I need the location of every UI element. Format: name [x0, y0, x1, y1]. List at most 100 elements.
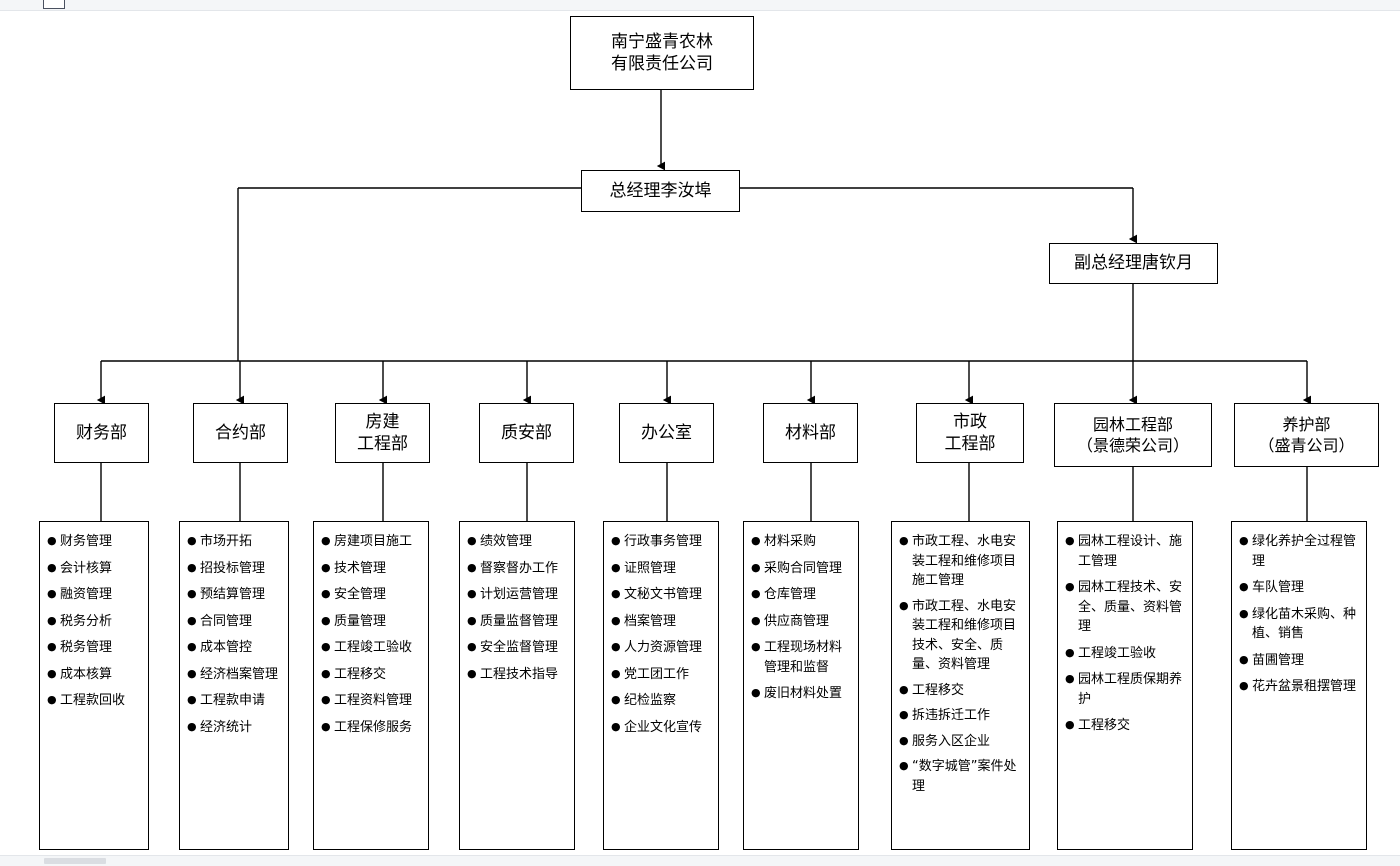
duties-list-finance: 财务管理会计核算融资管理税务分析税务管理成本核算工程款回收: [47, 532, 141, 711]
duty-item: 苗圃管理: [1239, 651, 1359, 671]
duties-list-contract: 市场开拓招投标管理预结算管理合同管理成本管控经济档案管理工程款申请经济统计: [187, 532, 281, 737]
dept-box-quality-safety[interactable]: 质安部: [479, 403, 574, 463]
duty-item: 采购合同管理: [751, 559, 851, 579]
duty-item: 合同管理: [187, 612, 281, 632]
dept-box-maintenance[interactable]: 养护部 （盛青公司）: [1234, 403, 1379, 467]
dept-box-office[interactable]: 办公室: [619, 403, 714, 463]
duty-item: 质量管理: [321, 612, 421, 632]
duty-item: 仓库管理: [751, 585, 851, 605]
duty-item: 市政工程、水电安装工程和维修项目技术、安全、质量、资料管理: [899, 597, 1022, 675]
duties-list-quality-safety: 绩效管理督察督办工作计划运营管理质量监督管理安全监督管理工程技术指导: [467, 532, 567, 684]
duty-item: 花卉盆景租摆管理: [1239, 677, 1359, 697]
duty-item: 废旧材料处置: [751, 684, 851, 704]
duty-item: 党工团工作: [611, 665, 711, 685]
dept-label-material: 材料部: [785, 422, 836, 443]
duties-list-maintenance: 绿化养护全过程管理车队管理绿化苗木采购、种植、销售苗圃管理花卉盆景租摆管理: [1239, 532, 1359, 697]
duties-list-landscape: 园林工程设计、施工管理园林工程技术、安全、质量、资料管理工程竣工验收园林工程质保…: [1065, 532, 1185, 736]
duty-item: 工程移交: [1065, 716, 1185, 736]
duties-list-material: 材料采购采购合同管理仓库管理供应商管理工程现场材料管理和监督废旧材料处置: [751, 532, 851, 704]
duty-item: 工程移交: [321, 665, 421, 685]
duty-item: 行政事务管理: [611, 532, 711, 552]
node-general-manager-label: 总经理李汝埠: [609, 180, 712, 201]
duty-item: 税务管理: [47, 638, 141, 658]
duty-item: 工程资料管理: [321, 691, 421, 711]
duty-item: 拆违拆迁工作: [899, 706, 1022, 726]
duty-item: 工程移交: [899, 681, 1022, 701]
duties-list-office: 行政事务管理证照管理文秘文书管理档案管理人力资源管理党工团工作纪检监察企业文化宣…: [611, 532, 711, 737]
duty-item: 技术管理: [321, 559, 421, 579]
duty-item: 档案管理: [611, 612, 711, 632]
duty-item: 经济档案管理: [187, 665, 281, 685]
dept-box-building[interactable]: 房建 工程部: [335, 403, 430, 463]
duty-item: 绿化苗木采购、种植、销售: [1239, 605, 1359, 644]
duty-item: 企业文化宣传: [611, 718, 711, 738]
duties-list-municipal: 市政工程、水电安装工程和维修项目施工管理市政工程、水电安装工程和维修项目技术、安…: [899, 532, 1022, 796]
duty-item: 成本管控: [187, 638, 281, 658]
dept-label-municipal: 市政 工程部: [944, 411, 996, 454]
duty-item: 服务入区企业: [899, 732, 1022, 752]
dept-box-municipal[interactable]: 市政 工程部: [916, 403, 1024, 463]
duty-item: 工程现场材料管理和监督: [751, 638, 851, 677]
duty-item: 预结算管理: [187, 585, 281, 605]
duty-item: 督察督办工作: [467, 559, 567, 579]
duty-item: 工程保修服务: [321, 718, 421, 738]
dept-box-landscape[interactable]: 园林工程部 （景德荣公司）: [1054, 403, 1212, 467]
duty-item: 车队管理: [1239, 578, 1359, 598]
dept-label-building: 房建 工程部: [357, 411, 408, 454]
duty-item: 会计核算: [47, 559, 141, 579]
duty-item: 财务管理: [47, 532, 141, 552]
duties-box-office: 行政事务管理证照管理文秘文书管理档案管理人力资源管理党工团工作纪检监察企业文化宣…: [603, 521, 719, 850]
duty-item: 安全管理: [321, 585, 421, 605]
duty-item: 工程竣工验收: [321, 638, 421, 658]
duties-box-material: 材料采购采购合同管理仓库管理供应商管理工程现场材料管理和监督废旧材料处置: [743, 521, 859, 850]
dept-box-contract[interactable]: 合约部: [193, 403, 288, 463]
duties-list-building: 房建项目施工技术管理安全管理质量管理工程竣工验收工程移交工程资料管理工程保修服务: [321, 532, 421, 737]
duty-item: 纪检监察: [611, 691, 711, 711]
duty-item: 材料采购: [751, 532, 851, 552]
duty-item: 融资管理: [47, 585, 141, 605]
duty-item: 文秘文书管理: [611, 585, 711, 605]
duty-item: 工程款申请: [187, 691, 281, 711]
duty-item: 质量监督管理: [467, 612, 567, 632]
duty-item: 成本核算: [47, 665, 141, 685]
node-general-manager[interactable]: 总经理李汝埠: [581, 170, 740, 212]
duty-item: 工程技术指导: [467, 665, 567, 685]
duty-item: 计划运营管理: [467, 585, 567, 605]
dept-label-contract: 合约部: [215, 422, 266, 443]
duty-item: 绿化养护全过程管理: [1239, 532, 1359, 571]
node-company-label: 南宁盛青农林 有限责任公司: [611, 31, 713, 74]
dept-label-quality-safety: 质安部: [501, 422, 552, 443]
duties-box-quality-safety: 绩效管理督察督办工作计划运营管理质量监督管理安全监督管理工程技术指导: [459, 521, 575, 850]
duties-box-municipal: 市政工程、水电安装工程和维修项目施工管理市政工程、水电安装工程和维修项目技术、安…: [891, 521, 1030, 850]
duty-item: 证照管理: [611, 559, 711, 579]
duties-box-finance: 财务管理会计核算融资管理税务分析税务管理成本核算工程款回收: [39, 521, 149, 850]
taskbar-item-stub[interactable]: [44, 858, 106, 864]
node-deputy-manager-label: 副总经理唐钦月: [1074, 253, 1193, 274]
dept-box-finance[interactable]: 财务部: [54, 403, 149, 463]
duty-item: 招投标管理: [187, 559, 281, 579]
duty-item: 工程竣工验收: [1065, 644, 1185, 664]
duty-item: “数字城管”案件处理: [899, 757, 1022, 796]
dept-label-landscape: 园林工程部 （景德荣公司）: [1076, 414, 1189, 455]
duty-item: 经济统计: [187, 718, 281, 738]
duty-item: 税务分析: [47, 612, 141, 632]
duty-item: 市场开拓: [187, 532, 281, 552]
duties-box-maintenance: 绿化养护全过程管理车队管理绿化苗木采购、种植、销售苗圃管理花卉盆景租摆管理: [1231, 521, 1367, 850]
duties-box-building: 房建项目施工技术管理安全管理质量管理工程竣工验收工程移交工程资料管理工程保修服务: [313, 521, 429, 850]
duty-item: 市政工程、水电安装工程和维修项目施工管理: [899, 532, 1022, 591]
duties-box-landscape: 园林工程设计、施工管理园林工程技术、安全、质量、资料管理工程竣工验收园林工程质保…: [1057, 521, 1193, 850]
duty-item: 人力资源管理: [611, 638, 711, 658]
node-deputy-manager[interactable]: 副总经理唐钦月: [1049, 243, 1218, 284]
dept-label-finance: 财务部: [76, 422, 127, 443]
browser-chrome-top: [0, 0, 1400, 11]
node-company[interactable]: 南宁盛青农林 有限责任公司: [570, 16, 754, 90]
duty-item: 园林工程质保期养护: [1065, 670, 1185, 709]
dept-box-material[interactable]: 材料部: [763, 403, 858, 463]
duties-box-contract: 市场开拓招投标管理预结算管理合同管理成本管控经济档案管理工程款申请经济统计: [179, 521, 289, 850]
duty-item: 工程款回收: [47, 691, 141, 711]
duty-item: 供应商管理: [751, 612, 851, 632]
duty-item: 园林工程设计、施工管理: [1065, 532, 1185, 571]
dept-label-maintenance: 养护部 （盛青公司）: [1258, 414, 1355, 455]
browser-tab-stub[interactable]: [43, 0, 65, 9]
